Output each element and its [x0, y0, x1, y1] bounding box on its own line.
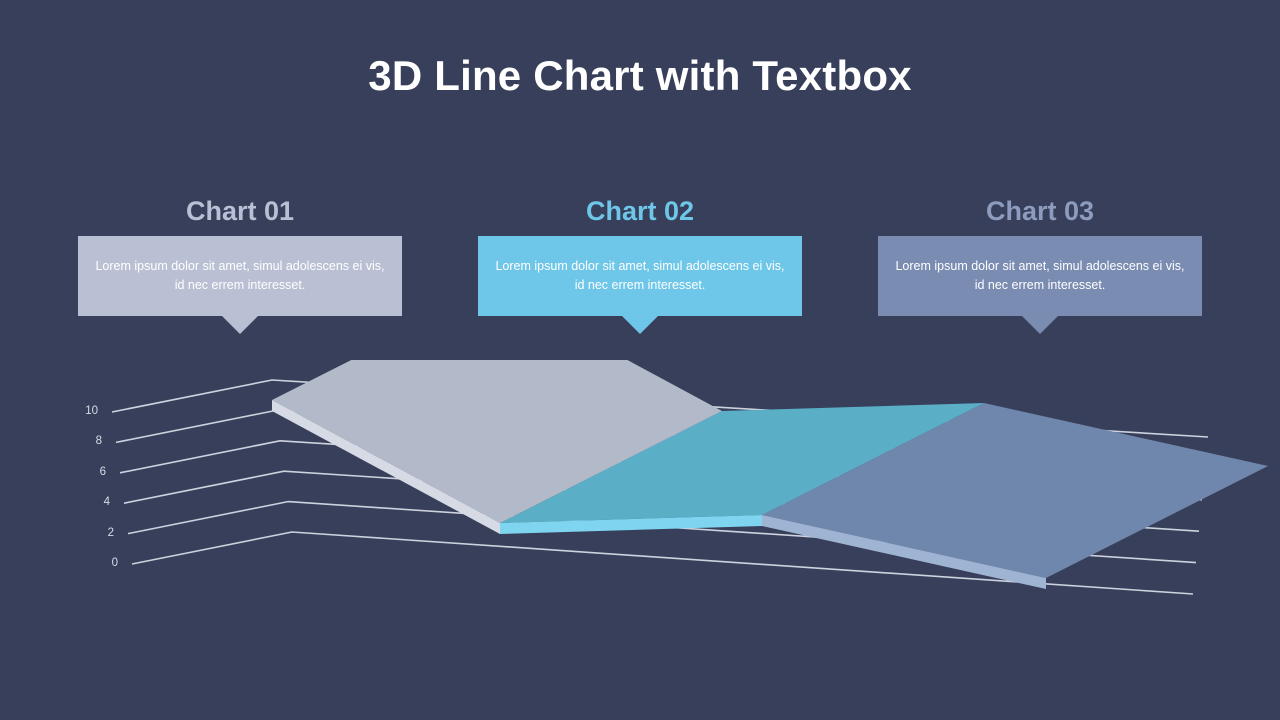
callout-chart-01[interactable]: Chart 01 Lorem ipsum dolor sit amet, sim…	[78, 194, 402, 334]
callout-title-chart-02: Chart 02	[585, 196, 695, 226]
gridline	[131, 531, 1194, 595]
ribbon-front-edge	[762, 515, 1046, 589]
callout-tail-chart-02	[622, 316, 658, 334]
y-axis-tick-label: 6	[99, 465, 106, 478]
ribbon-segment	[762, 403, 1268, 589]
callout-tail-chart-01	[222, 316, 258, 334]
ribbon-segment	[500, 403, 984, 534]
callout-chart-02[interactable]: Chart 02 Lorem ipsum dolor sit amet, sim…	[478, 194, 802, 334]
callout-box-chart-01: Lorem ipsum dolor sit amet, simul adoles…	[78, 236, 402, 316]
y-axis-tick-label: 4	[103, 496, 110, 509]
ribbon-front-edge	[272, 400, 500, 534]
page-title: 3D Line Chart with Textbox	[368, 52, 912, 99]
callout-box-chart-03: Lorem ipsum dolor sit amet, simul adoles…	[878, 236, 1202, 316]
y-axis-tick-label: 8	[95, 435, 102, 448]
ribbon-top-face	[500, 403, 984, 523]
callout-box-chart-02: Lorem ipsum dolor sit amet, simul adoles…	[478, 236, 802, 316]
callout-text-chart-02: Lorem ipsum dolor sit amet, simul adoles…	[495, 259, 785, 292]
callout-text-chart-03: Lorem ipsum dolor sit amet, simul adoles…	[895, 259, 1185, 292]
y-axis-tick-label: 0	[111, 557, 118, 569]
chart-3d-line: 10 8 6 4 2 0	[0, 288, 1280, 640]
ribbon-top-face	[762, 403, 1268, 578]
chart-ribbons	[272, 288, 1268, 589]
y-axis-tick-label: 10	[85, 405, 98, 417]
ribbon-front-edge	[500, 515, 762, 534]
chart-svg	[111, 288, 1268, 595]
callout-chart-03[interactable]: Chart 03 Lorem ipsum dolor sit amet, sim…	[878, 194, 1202, 334]
callout-text-chart-01: Lorem ipsum dolor sit amet, simul adoles…	[95, 259, 385, 292]
callout-title-chart-01: Chart 01	[185, 196, 295, 226]
y-axis-tick-label: 2	[107, 526, 114, 539]
callout-title-chart-03: Chart 03	[985, 196, 1095, 226]
callout-tail-chart-03	[1022, 316, 1058, 334]
